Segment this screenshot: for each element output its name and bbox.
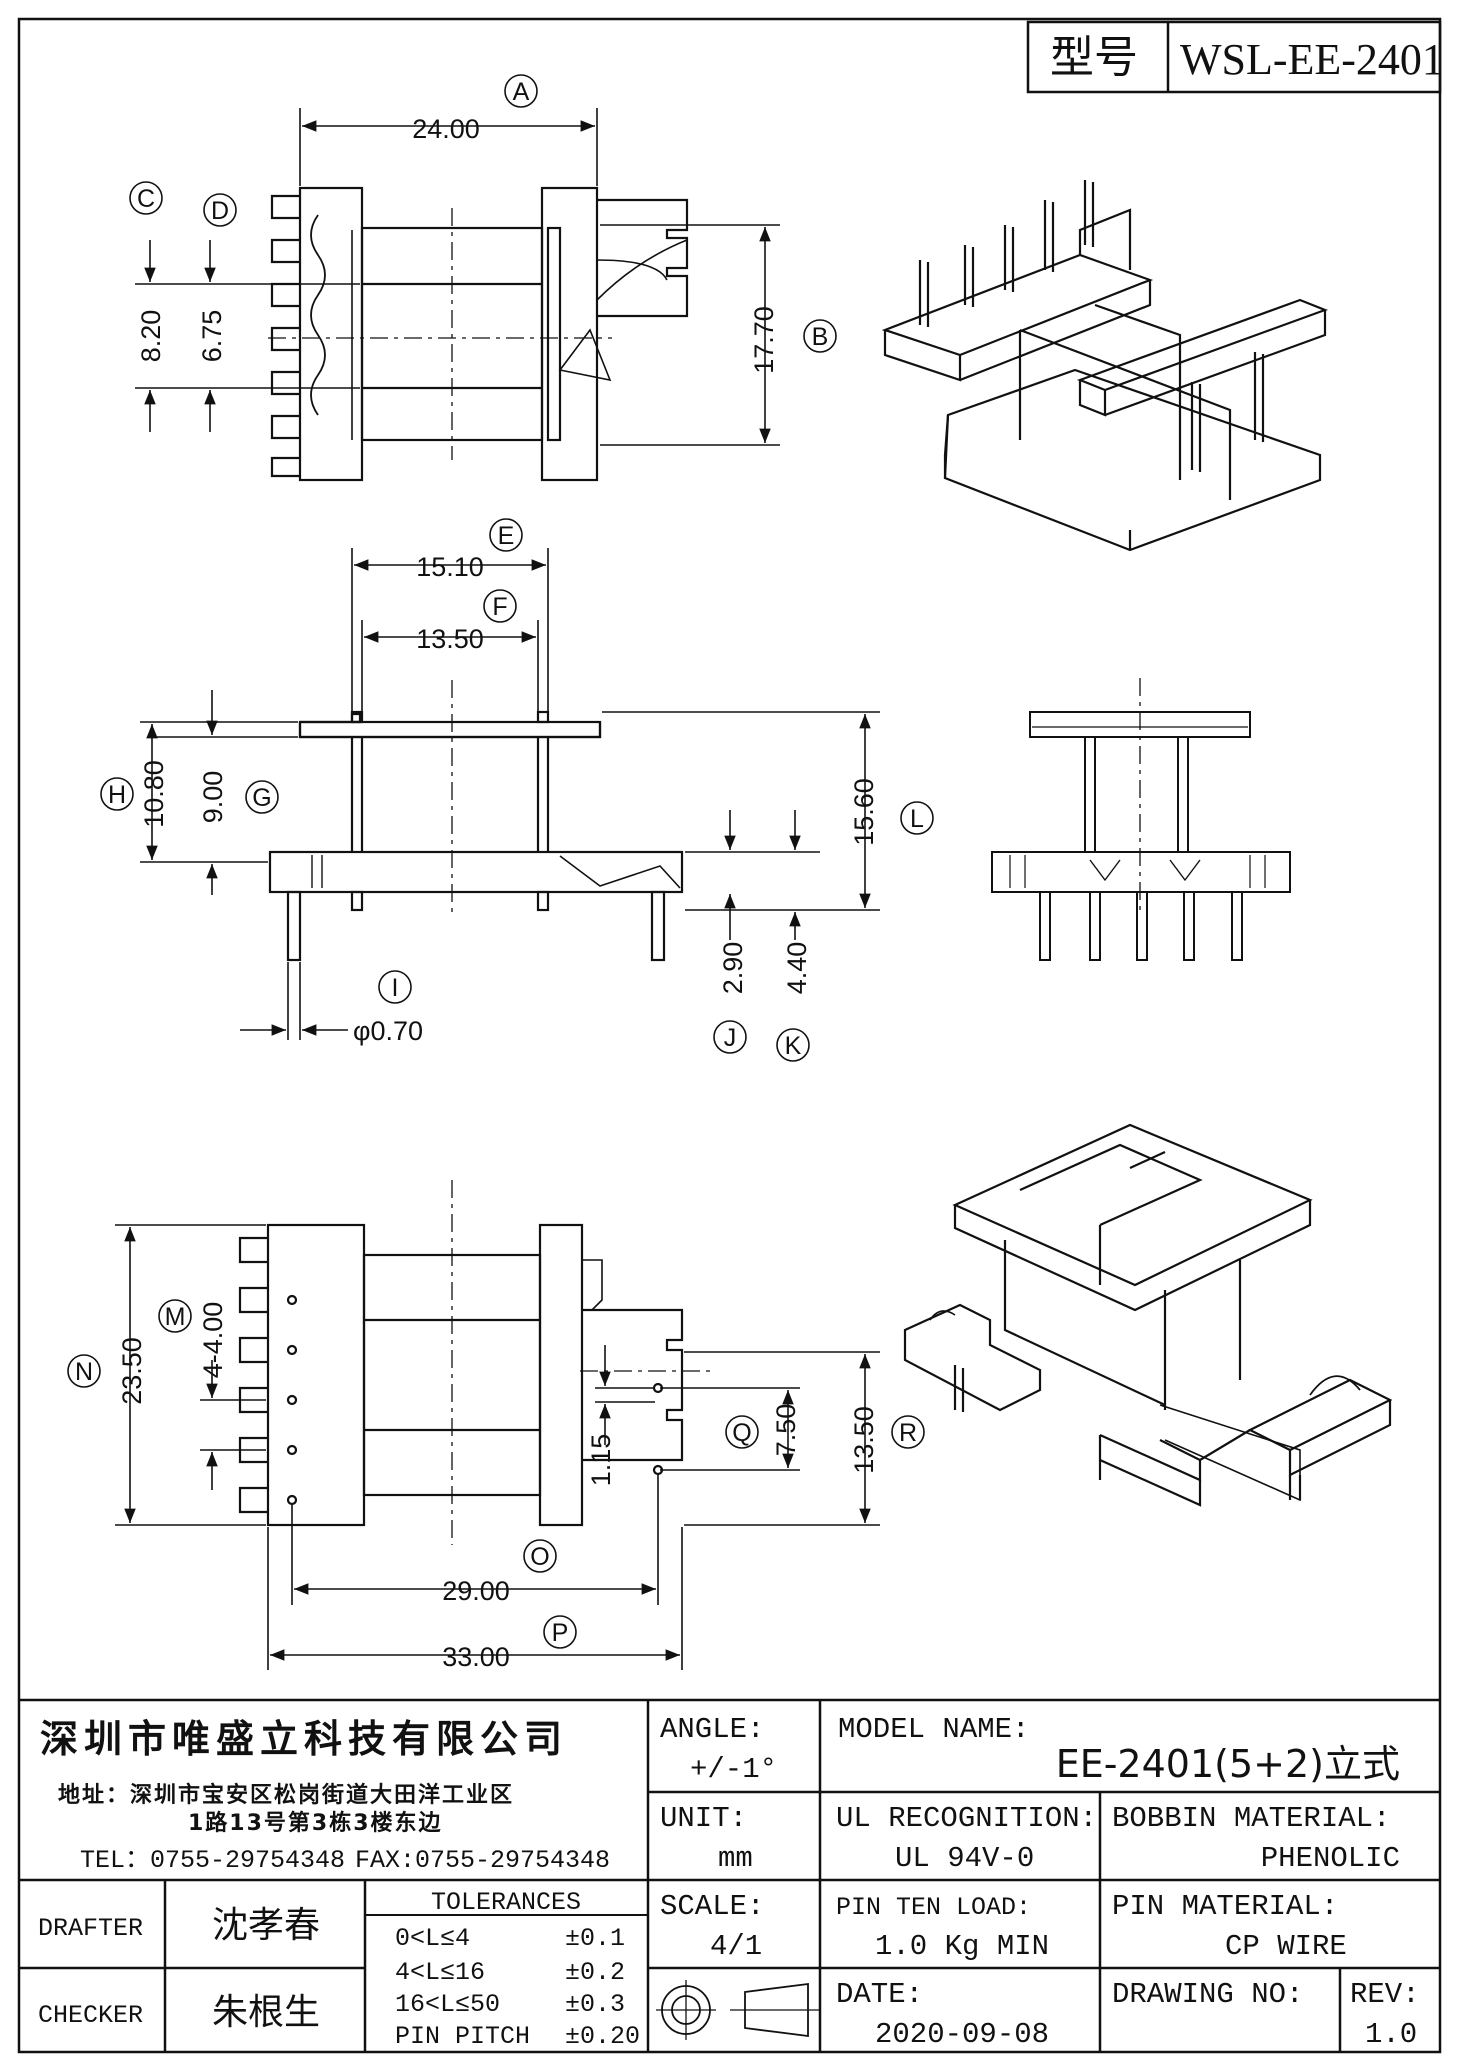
dim-labels-top: A 24.00 B 17.70 C 8.20 D 6.75 — [129, 74, 837, 374]
tol-range-2: 16<L≤50 — [395, 1990, 500, 2019]
angle-value: +/-1° — [690, 1753, 777, 1786]
pin-material-value: CP WIRE — [1225, 1930, 1347, 1963]
dim-value-h: 10.80 — [139, 760, 169, 828]
pin-ten-load-label: PIN TEN LOAD: — [836, 1893, 1031, 1922]
pin-material-label: PIN MATERIAL: — [1112, 1890, 1338, 1923]
tol-range-1: 4<L≤16 — [395, 1958, 485, 1987]
ul-label: UL RECOGNITION: — [836, 1802, 1097, 1835]
drawing-no-label: DRAWING NO: — [1112, 1978, 1303, 2011]
dim-value-pin-offset: 1.15 — [586, 1434, 616, 1487]
rev-label: REV: — [1350, 1978, 1420, 2011]
dim-value-q: 7.50 — [771, 1404, 801, 1457]
side-view — [991, 678, 1291, 961]
dim-value-a: 24.00 — [412, 114, 480, 144]
drafter-label: DRAFTER — [38, 1914, 143, 1943]
scale-value: 4/1 — [710, 1930, 762, 1963]
dim-value-d: 6.75 — [197, 310, 227, 363]
dim-value-c: 8.20 — [136, 310, 166, 363]
sheet-border — [17, 17, 1442, 2054]
ul-value: UL 94V-0 — [895, 1842, 1034, 1875]
unit-label: UNIT: — [660, 1802, 747, 1835]
dim-bubble-h: H — [108, 781, 126, 809]
header-box: 型号 WSL-EE-2401 — [1026, 20, 1444, 94]
bottom-view — [238, 1180, 715, 1545]
iso-view-1 — [881, 180, 1329, 552]
angle-label: ANGLE: — [660, 1713, 764, 1746]
dim-value-r: 13.50 — [849, 1406, 879, 1474]
dim-bubble-o: O — [530, 1543, 549, 1571]
dim-bubble-n: N — [75, 1358, 93, 1386]
bobbin-material-value: PHENOLIC — [1261, 1842, 1400, 1875]
dim-bubble-i: I — [392, 974, 399, 1002]
dim-bubble-b: B — [812, 323, 829, 351]
dim-value-k: 4.40 — [782, 942, 812, 995]
company-address-2: 1路13号第3栋3楼东边 — [188, 1810, 443, 1836]
tol-value-2: ±0.3 — [565, 1990, 625, 2019]
iso-view-2 — [903, 1123, 1393, 1507]
dim-bubble-q: Q — [732, 1419, 751, 1447]
dim-value-p: 33.00 — [442, 1642, 510, 1672]
dim-bubble-g: G — [252, 784, 271, 812]
tol-range-3: PIN PITCH — [395, 2022, 530, 2051]
dim-value-j: 2.90 — [718, 942, 748, 995]
dim-labels-front: E 15.10 F 13.50 G 9.00 H 10.80 I φ0.70 J… — [100, 518, 934, 1062]
dim-value-n: 23.50 — [117, 1337, 147, 1405]
company-name: 深圳市唯盛立科技有限公司 — [40, 1717, 568, 1761]
checker-label: CHECKER — [38, 2001, 143, 2030]
dim-bubble-a: A — [513, 78, 530, 106]
dim-bubble-e: E — [498, 522, 515, 550]
unit-value: mm — [718, 1842, 753, 1875]
dim-bubble-m: M — [165, 1303, 186, 1331]
tol-value-0: ±0.1 — [565, 1924, 625, 1953]
tolerances-label: TOLERANCES — [431, 1888, 581, 1917]
date-label: DATE: — [836, 1978, 923, 2011]
pin-ten-load-value: 1.0 Kg MIN — [875, 1930, 1049, 1963]
dim-bubble-k: K — [785, 1032, 802, 1060]
company-tel: TEL：0755-29754348 — [80, 1846, 345, 1875]
tol-value-3: ±0.20 — [565, 2022, 640, 2051]
model-name-value: EE-2401(5+2)立式 — [1056, 1742, 1400, 1786]
bobbin-material-label: BOBBIN MATERIAL: — [1112, 1802, 1390, 1835]
dim-group-front — [140, 548, 880, 1040]
dim-value-f: 13.50 — [416, 624, 484, 654]
dim-value-g: 9.00 — [198, 771, 228, 824]
dim-group-top — [135, 108, 780, 446]
dim-value-b: 17.70 — [749, 306, 779, 374]
tol-range-0: 0<L≤4 — [395, 1924, 470, 1953]
dim-value-l: 15.60 — [849, 778, 879, 846]
dim-value-o: 29.00 — [442, 1576, 510, 1606]
dim-bubble-c: C — [137, 185, 155, 213]
dim-bubble-r: R — [899, 1419, 917, 1447]
dim-value-i: φ0.70 — [353, 1016, 423, 1046]
model-name-label: MODEL NAME: — [838, 1713, 1029, 1746]
dim-bubble-d: D — [211, 197, 229, 225]
company-fax: FAX:0755-29754348 — [355, 1846, 610, 1875]
title-block-text: 深圳市唯盛立科技有限公司 地址：深圳市宝安区松岗街道大田洋工业区 1路13号第3… — [38, 1713, 1420, 2051]
dim-group-bottom — [115, 1224, 880, 1670]
front-view — [268, 680, 684, 962]
dim-value-m: 4-4.00 — [198, 1302, 228, 1379]
title-block — [19, 1698, 1440, 2052]
dim-value-e: 15.10 — [416, 552, 484, 582]
dim-bubble-j: J — [724, 1024, 737, 1052]
date-value: 2020-09-08 — [875, 2018, 1049, 2051]
company-address: 地址：深圳市宝安区松岗街道大田洋工业区 — [58, 1782, 514, 1808]
checker-name: 朱根生 — [212, 1992, 320, 2033]
rev-value: 1.0 — [1365, 2018, 1417, 2051]
dim-bubble-p: P — [552, 1619, 569, 1647]
header-label: 型号 — [1050, 32, 1138, 83]
drafter-name: 沈孝春 — [212, 1905, 320, 1946]
tol-value-1: ±0.2 — [565, 1958, 625, 1987]
dim-bubble-f: F — [492, 593, 507, 621]
part-number: WSL-EE-2401 — [1180, 35, 1444, 84]
dim-bubble-l: L — [910, 805, 924, 833]
top-view — [268, 186, 689, 482]
scale-label: SCALE: — [660, 1890, 764, 1923]
dim-labels-bottom: M 4-4.00 N 23.50 O 29.00 P 33.00 Q 7.50 … — [67, 1299, 925, 1672]
